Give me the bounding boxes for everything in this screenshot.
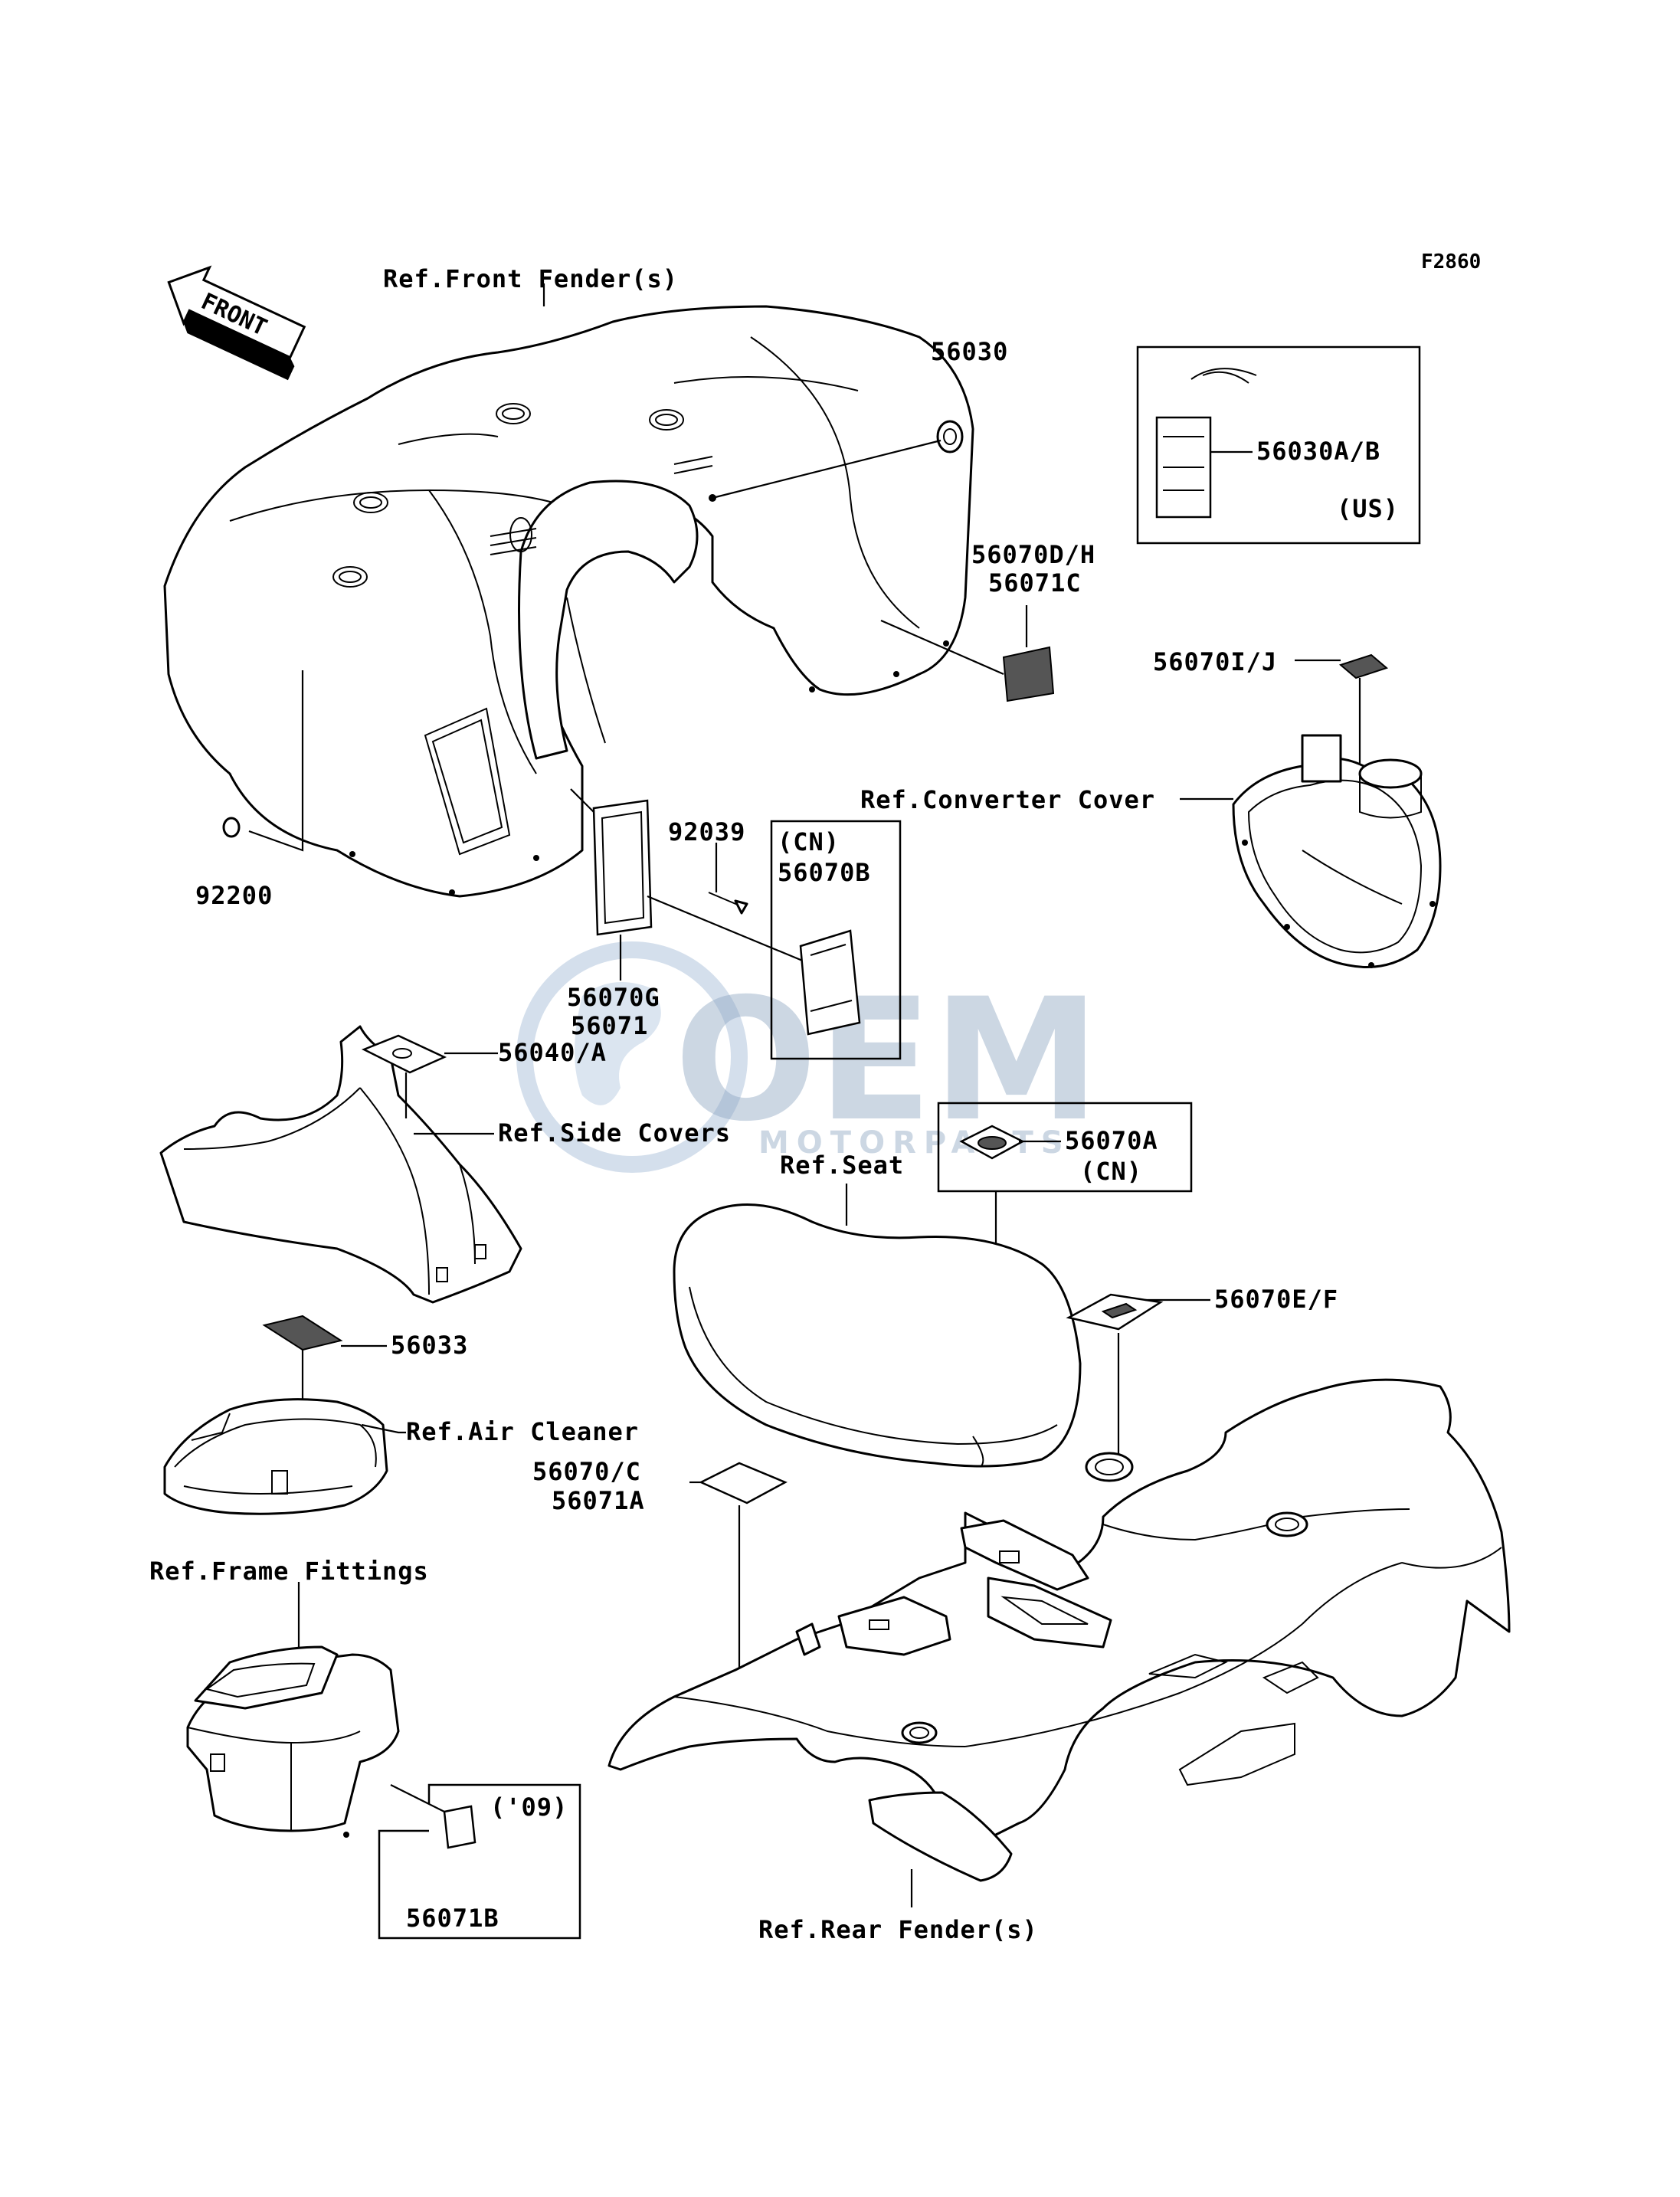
ref-air-cleaner: Ref.Air Cleaner bbox=[406, 1417, 639, 1446]
frame-fittings bbox=[186, 1645, 400, 1838]
label-year-09: ('09) bbox=[490, 1793, 568, 1822]
label-56070g: 56070G bbox=[567, 983, 660, 1012]
ref-frame-fittings: Ref.Frame Fittings bbox=[149, 1557, 429, 1586]
label-56071a: 56071A bbox=[552, 1486, 645, 1515]
watermark-main: OEM bbox=[674, 962, 1100, 1158]
ref-rear-fender: Ref.Rear Fender(s) bbox=[758, 1915, 1038, 1944]
box-56071b bbox=[378, 1783, 581, 1940]
label-us-region: (US) bbox=[1337, 494, 1399, 523]
ref-seat: Ref.Seat bbox=[780, 1151, 904, 1180]
label-56070ef: 56070E/F bbox=[1214, 1285, 1338, 1314]
label-56070c: 56070/C bbox=[532, 1457, 641, 1486]
side-covers bbox=[159, 1025, 522, 1304]
label-56071: 56071 bbox=[571, 1011, 648, 1040]
air-cleaner bbox=[163, 1398, 388, 1515]
rear-fender bbox=[607, 1378, 1511, 1882]
label-56070a: 56070A bbox=[1065, 1126, 1158, 1155]
seat bbox=[673, 1203, 1082, 1468]
label-56071b: 56071B bbox=[406, 1904, 499, 1933]
label-cn-56070a: (CN) bbox=[1080, 1157, 1142, 1186]
label-56040a: 56040/A bbox=[498, 1038, 607, 1067]
ref-front-fender: Ref.Front Fender(s) bbox=[383, 264, 678, 293]
label-56070ij: 56070I/J bbox=[1153, 647, 1277, 676]
watermark: OEM MOTORPARTS bbox=[516, 941, 1100, 1173]
label-56030: 56030 bbox=[931, 337, 1008, 366]
label-cn-56070b: (CN) bbox=[778, 827, 840, 856]
label-92200: 92200 bbox=[195, 881, 273, 910]
box-56070b bbox=[770, 820, 902, 1060]
front-fender bbox=[163, 305, 974, 898]
label-56033: 56033 bbox=[391, 1331, 468, 1360]
label-56071c: 56071C bbox=[988, 568, 1082, 598]
converter-cover bbox=[1232, 734, 1442, 968]
watermark-globe bbox=[516, 941, 748, 1173]
ref-side-covers: Ref.Side Covers bbox=[498, 1118, 731, 1148]
ref-converter-cover: Ref.Converter Cover bbox=[860, 785, 1155, 814]
label-56070b: 56070B bbox=[778, 858, 871, 887]
figure-code: F2860 bbox=[1421, 250, 1481, 273]
front-arrow-icon: FRONT bbox=[167, 265, 306, 381]
box-56070a bbox=[937, 1102, 1193, 1193]
box-56030ab bbox=[1136, 345, 1421, 545]
label-56070dh: 56070D/H bbox=[971, 540, 1095, 569]
label-92039: 92039 bbox=[668, 817, 745, 846]
label-56030ab: 56030A/B bbox=[1256, 437, 1380, 466]
watermark-continents bbox=[575, 982, 661, 1105]
